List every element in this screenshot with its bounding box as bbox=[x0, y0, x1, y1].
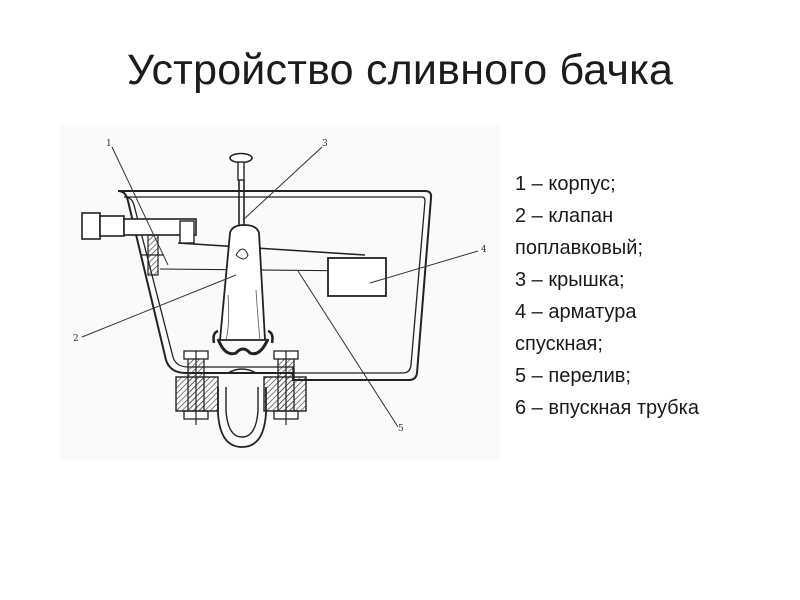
float-lever bbox=[177, 242, 366, 256]
legend-item-6: 6 – впускная трубка bbox=[515, 397, 699, 419]
legend-item-5: 5 – перелив; bbox=[515, 365, 631, 387]
diagram-label-5: 5 bbox=[398, 424, 404, 434]
leader-line-5 bbox=[297, 270, 399, 428]
diagram-label-3: 3 bbox=[322, 139, 328, 149]
slide-title: Устройство сливного бачка bbox=[126, 46, 674, 94]
legend-item-1: 1 – корпус; bbox=[515, 173, 616, 195]
cistern-diagram: 1 2 3 4 5 bbox=[60, 125, 500, 460]
diagram-label-1: 1 bbox=[106, 139, 112, 149]
legend-item-2: 2 – клапан поплавковый; bbox=[515, 205, 644, 259]
legend-item-4: 4 – арматура спускная; bbox=[515, 301, 637, 355]
legend-item-3: 3 – крышка; bbox=[515, 269, 625, 291]
inlet-pipe bbox=[81, 212, 101, 240]
flush-assembly bbox=[219, 224, 266, 341]
leader-line-3 bbox=[242, 146, 323, 221]
leader-line-2 bbox=[81, 274, 237, 338]
legend: 1 – корпус; 2 – клапан поплавковый; 3 – … bbox=[515, 168, 785, 424]
drain-pipe bbox=[217, 387, 267, 448]
leader-line-1 bbox=[111, 146, 169, 266]
diagram-label-4: 4 bbox=[481, 245, 487, 255]
float-block bbox=[327, 257, 387, 297]
leader-line-4 bbox=[369, 250, 479, 284]
lid-knob bbox=[229, 152, 253, 164]
diagram-label-2: 2 bbox=[73, 334, 79, 344]
